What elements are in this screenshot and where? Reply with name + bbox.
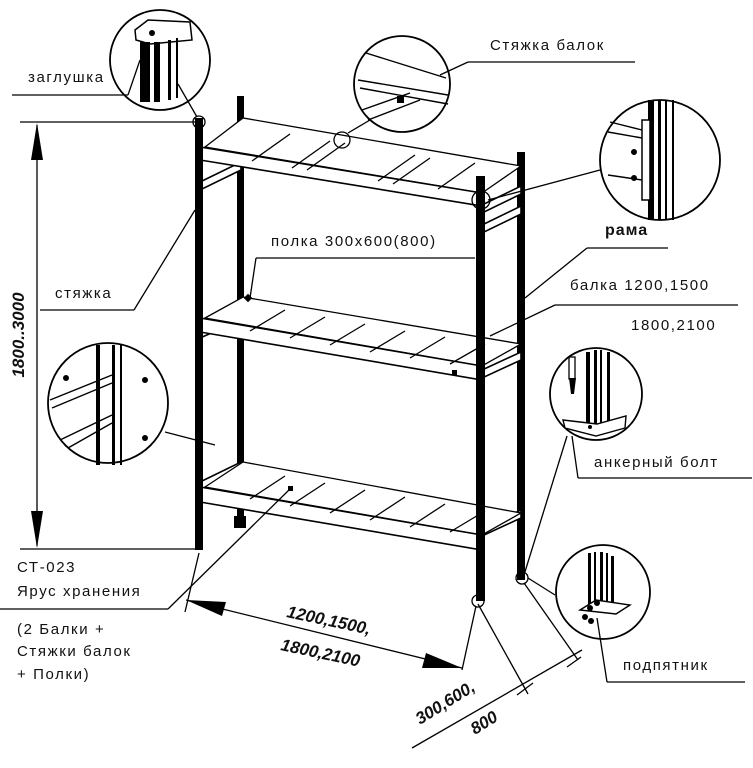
label-tier-note-1: (2 Балки + (17, 621, 105, 638)
tier-callout: СТ-023 Ярус хранения (2 Балки + Стяжки б… (0, 487, 292, 683)
arrow-up-icon (31, 123, 43, 160)
detail-marker-cap (192, 115, 206, 129)
arrow-left-icon (186, 600, 226, 616)
shelf-callout: полка 300x600(800) (243, 233, 475, 303)
detail-marker-foot-front (471, 594, 485, 608)
label-anchor-bolt: анкерный болт (594, 454, 719, 471)
label-beam-tie: Стяжка балок (490, 37, 605, 54)
detail-marker-beam-tie (333, 131, 351, 149)
label-tier-note-2: Стяжки балок (17, 643, 132, 660)
label-tier: Ярус хранения (17, 583, 141, 600)
label-tie: стяжка (55, 285, 112, 302)
shelf-top (199, 117, 523, 207)
length-dimension: 1200,1500, 1800,2100 (184, 552, 477, 671)
label-end-cap: заглушка (28, 69, 105, 86)
arrow-right-icon (422, 653, 462, 668)
label-shelf: полка 300x600(800) (271, 233, 437, 250)
label-code: СТ-023 (17, 559, 76, 576)
tie-callout: стяжка (40, 209, 196, 311)
detail-frame: рама (487, 99, 721, 239)
detail-anchor-bolt: анкерный болт (523, 347, 752, 576)
detail-beam-tie: Стяжка балок (347, 35, 635, 134)
height-dimension-label: 1800..3000 (9, 292, 28, 378)
detail-side-tie (47, 342, 216, 465)
label-beam-line1: балка 1200,1500 (570, 277, 710, 294)
depth-dimension-line2: 800 (467, 707, 502, 738)
arrow-down-icon (31, 511, 43, 548)
front-posts (195, 118, 485, 601)
label-frame: рама (605, 222, 648, 239)
height-dimension: 1800..3000 (9, 121, 200, 550)
length-dimension-line1: 1200,1500, (285, 602, 372, 638)
shelf-bottom (199, 461, 523, 551)
detail-foot-plate: подпятник (527, 544, 745, 683)
beam-callout: балка 1200,1500 1800,2100 (489, 247, 738, 337)
label-foot-plate: подпятник (623, 657, 709, 674)
detail-end-cap: заглушка (12, 9, 211, 118)
label-tier-note-3: + Полки) (17, 666, 90, 683)
label-beam-line2: 1800,2100 (631, 317, 716, 334)
shelf-middle (199, 296, 523, 381)
